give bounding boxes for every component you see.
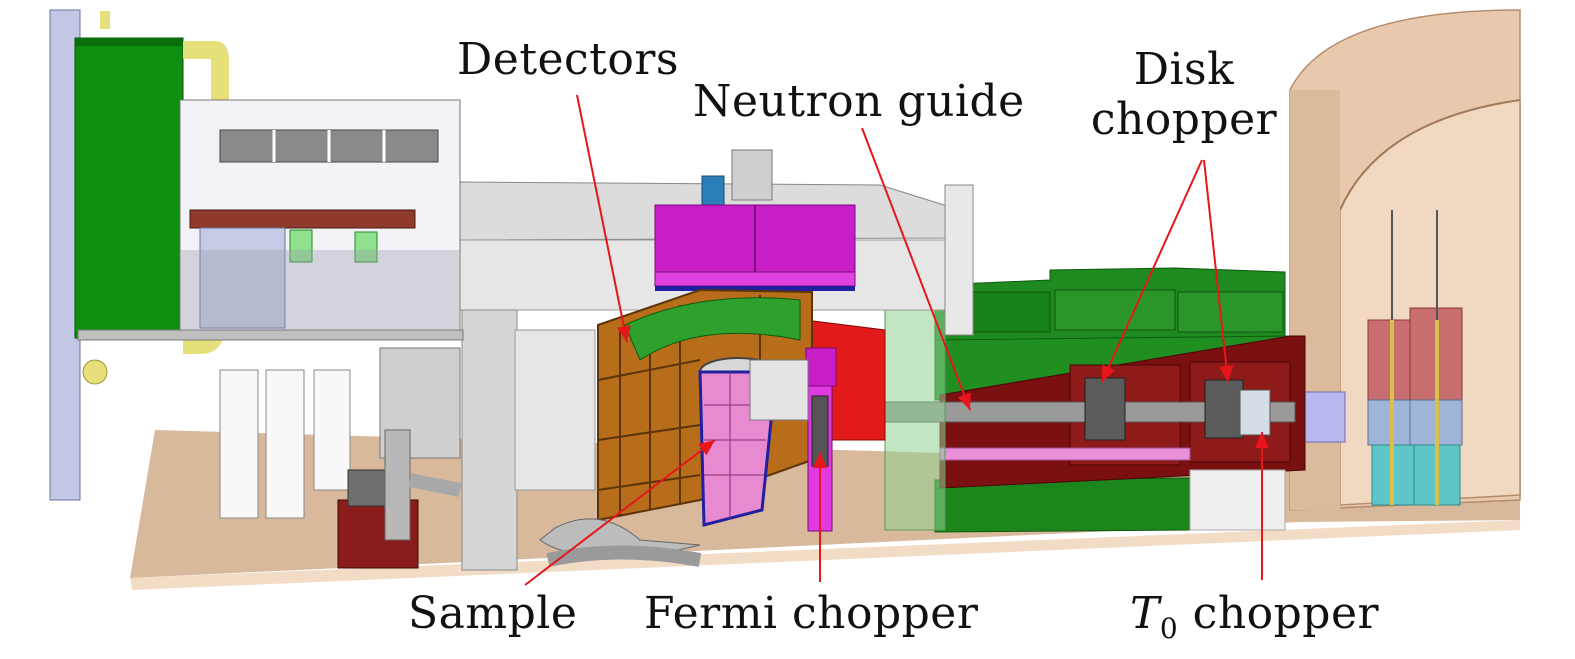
arrow-disk-chopper-2 — [1203, 159, 1234, 383]
arrow-neutron-guide — [861, 127, 971, 411]
disk-chopper-assemblies — [1084, 377, 1271, 441]
label-t0-chopper: T0 chopper — [1130, 592, 1379, 643]
label-t0-rest: chopper — [1178, 588, 1380, 639]
label-fermi-chopper: Fermi chopper — [644, 588, 979, 639]
label-disk-chopper-line1: Disk — [1133, 44, 1235, 95]
arrow-sample — [524, 439, 716, 586]
label-detectors: Detectors — [457, 34, 679, 85]
beam-stop-stack — [1367, 210, 1463, 506]
arrow-disk-chopper-1 — [1101, 159, 1203, 383]
arrow-t0-chopper — [1255, 432, 1269, 580]
label-disk-chopper: Disk chopper — [1088, 48, 1280, 142]
label-t0-subscript: 0 — [1159, 612, 1179, 645]
translucent-wall — [884, 304, 946, 531]
sample-pipework — [539, 518, 702, 567]
arrow-detectors — [576, 94, 631, 343]
label-sample: Sample — [408, 588, 578, 639]
left-shielding-wall — [49, 9, 464, 501]
arrow-fermi-chopper — [813, 452, 827, 582]
label-disk-chopper-line2: chopper — [1090, 94, 1278, 145]
electronics-racks — [219, 347, 461, 519]
pump-skid — [337, 429, 462, 569]
annotation-arrows — [524, 94, 1269, 586]
magenta-overhead-block — [654, 204, 856, 291]
control-room — [179, 99, 461, 331]
label-neutron-guide: Neutron guide — [693, 76, 1025, 127]
label-t0-symbol: T — [1130, 588, 1160, 639]
